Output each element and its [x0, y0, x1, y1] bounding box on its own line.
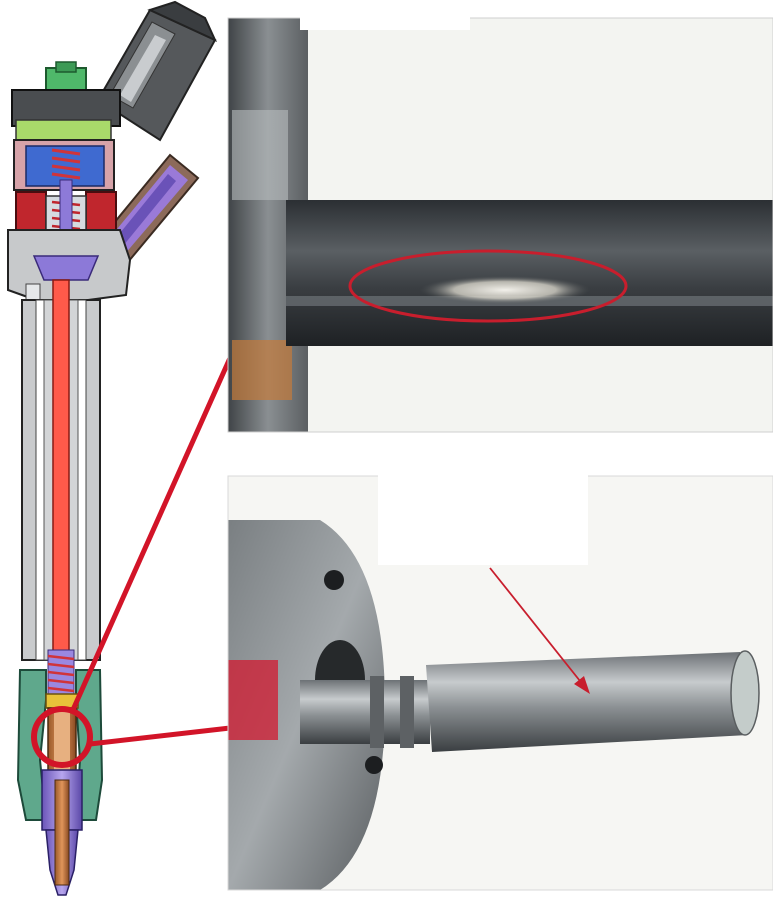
injector-cutaway [7, 0, 218, 896]
disc-hole-top [324, 570, 344, 590]
highlight-circle [31, 706, 93, 768]
wear-closeup-photo [227, 17, 773, 433]
arrow-line [489, 567, 585, 687]
red-mark [228, 660, 278, 740]
callout-lines [69, 356, 233, 747]
disc-hole-bottom [365, 756, 383, 774]
needle-shaft [286, 200, 773, 346]
fuel-inlet-icon [98, 153, 200, 264]
wear-spot [420, 276, 590, 304]
needle-tip [730, 650, 760, 736]
callout-line-lower [89, 725, 231, 747]
connector-icon [96, 0, 218, 142]
callout-line-upper [69, 356, 233, 714]
needle-photo [227, 475, 773, 891]
wear-ellipse [348, 249, 628, 323]
needle-body [426, 652, 748, 752]
arrow-head-icon [574, 676, 590, 694]
